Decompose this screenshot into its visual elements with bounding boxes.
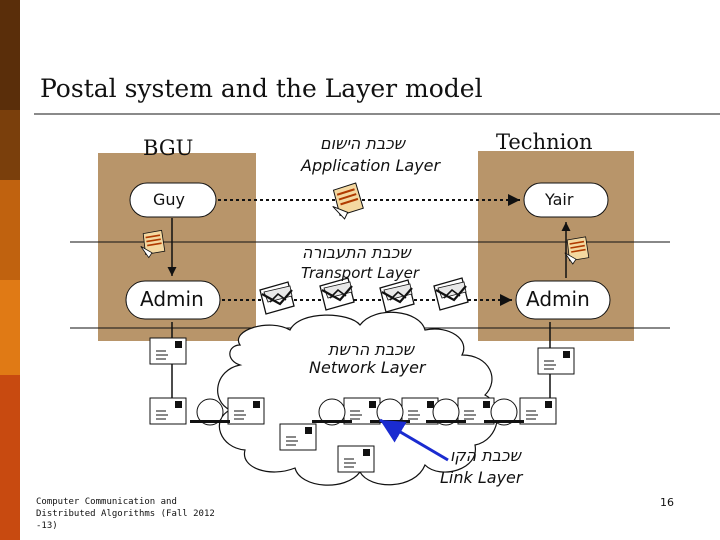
envelope-icon — [279, 423, 317, 451]
yair-box — [523, 182, 609, 218]
guy-box — [129, 182, 217, 218]
footer-line: Computer Communication and — [36, 497, 177, 507]
left-site-label: BGU — [143, 136, 194, 160]
page-number: 16 — [660, 496, 674, 509]
envelope-icon — [227, 397, 265, 425]
right-site-label: Technion — [496, 130, 593, 154]
application-layer-hebrew: שכבת הישום — [320, 134, 405, 153]
envelope-icon — [337, 445, 375, 473]
envelope-icon — [519, 397, 557, 425]
arrow-icon — [379, 418, 449, 462]
transport-layer-hebrew: שכבת התעבורה — [302, 243, 411, 262]
envelope-icon — [378, 278, 416, 314]
transport-layer-english: Transport Layer — [301, 264, 420, 282]
sidebar-band-2 — [0, 110, 20, 180]
network-layer-english: Network Layer — [309, 358, 426, 377]
left-admin-label: Admin — [140, 287, 204, 311]
title-rule — [34, 113, 720, 115]
yair-label: Yair — [545, 190, 574, 209]
left-admin-box — [125, 280, 221, 320]
link-layer-english: Link Layer — [440, 468, 523, 487]
slide-title: Postal system and the Layer model — [40, 74, 483, 103]
sidebar-band-5 — [0, 375, 20, 540]
footer-course: Computer Communication and Distributed A… — [36, 496, 236, 532]
envelope-icon — [149, 397, 187, 425]
envelope-icon — [318, 276, 356, 312]
envelope-icon — [149, 337, 187, 365]
footer-line: -13) — [36, 521, 58, 531]
letter-icon — [328, 181, 366, 222]
footer-line: Distributed Algorithms (Fall 2012 — [36, 509, 215, 519]
envelope-icon — [537, 347, 575, 375]
application-layer-english: Application Layer — [301, 156, 441, 175]
right-admin-box — [515, 280, 611, 320]
network-layer-hebrew: שכבת הרשת — [328, 340, 414, 359]
right-admin-label: Admin — [526, 287, 590, 311]
envelope-icon — [258, 280, 296, 316]
sidebar-band-3 — [0, 180, 20, 280]
guy-label: Guy — [153, 190, 186, 209]
envelope-icon — [432, 276, 470, 312]
sidebar-band-1 — [0, 0, 20, 110]
sidebar-band-4 — [0, 280, 20, 375]
link-layer-hebrew: שכבת הקו — [450, 446, 521, 465]
